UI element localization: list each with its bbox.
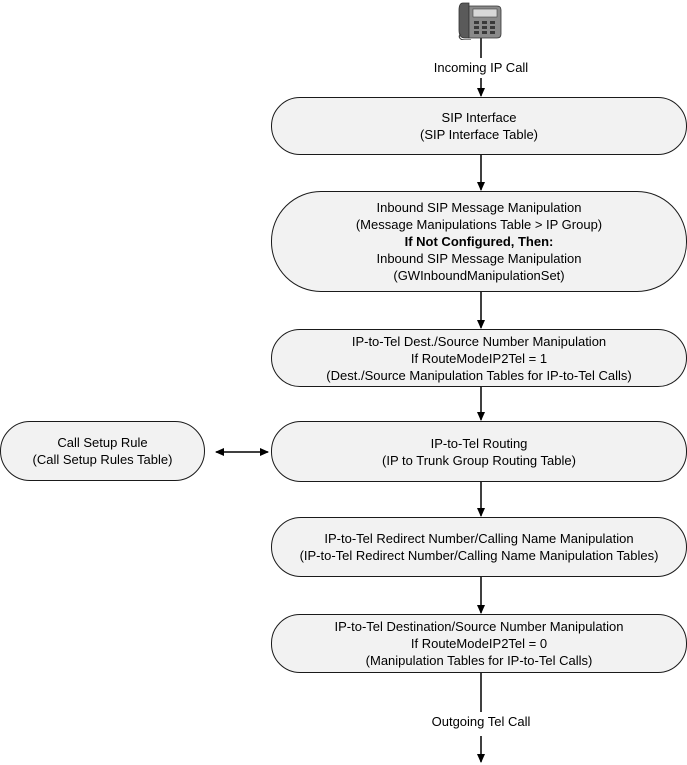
outgoing-tel-call-label: Outgoing Tel Call	[416, 714, 546, 730]
route-mode-condition-0: If RouteModeIP2Tel = 0	[410, 636, 548, 651]
inbound-sip-manipulation-box: Inbound SIP Message Manipulation (Messag…	[271, 191, 687, 292]
ip-to-tel-manipulation-tables: (Manipulation Tables for IP-to-Tel Calls…	[365, 653, 593, 668]
gw-inbound-manipulation-set: (GWInboundManipulationSet)	[393, 268, 565, 283]
ip-to-tel-routing-box: IP-to-Tel Routing (IP to Trunk Group Rou…	[271, 421, 687, 482]
route-mode-condition-1: If RouteModeIP2Tel = 1	[410, 350, 548, 366]
dest-source-manipulation-box: IP-to-Tel Dest./Source Number Manipulati…	[271, 329, 687, 387]
redirect-manipulation-tables: (IP-to-Tel Redirect Number/Calling Name …	[299, 548, 659, 563]
inbound-manipulation-title: Inbound SIP Message Manipulation	[376, 200, 582, 215]
sip-interface-box: SIP Interface (SIP Interface Table)	[271, 97, 687, 155]
call-setup-rule-box: Call Setup Rule (Call Setup Rules Table)	[0, 421, 205, 481]
dest-source-manipulation-title: IP-to-Tel Dest./Source Number Manipulati…	[351, 333, 607, 349]
destination-source-manipulation-box: IP-to-Tel Destination/Source Number Mani…	[271, 614, 687, 673]
call-setup-rule-title: Call Setup Rule	[57, 435, 148, 450]
trunk-group-routing-table: (IP to Trunk Group Routing Table)	[382, 452, 576, 468]
desk-phone-icon	[458, 2, 502, 40]
sip-interface-table: (SIP Interface Table)	[419, 127, 539, 142]
dest-source-manipulation-tables: (Dest./Source Manipulation Tables for IP…	[326, 367, 632, 383]
sip-interface-title: SIP Interface	[441, 110, 517, 125]
fallback-condition: If Not Configured, Then:	[404, 234, 554, 249]
incoming-ip-call-label: Incoming IP Call	[421, 60, 541, 76]
destination-source-manipulation-title: IP-to-Tel Destination/Source Number Mani…	[334, 619, 624, 634]
call-setup-rules-table: (Call Setup Rules Table)	[32, 452, 173, 467]
message-manipulations-table: (Message Manipulations Table > IP Group)	[355, 217, 603, 232]
redirect-calling-name-manipulation-box: IP-to-Tel Redirect Number/Calling Name M…	[271, 517, 687, 577]
ip-to-tel-routing-title: IP-to-Tel Routing	[430, 435, 528, 451]
inbound-manipulation-fallback-title: Inbound SIP Message Manipulation	[376, 251, 582, 266]
redirect-manipulation-title: IP-to-Tel Redirect Number/Calling Name M…	[324, 531, 634, 546]
